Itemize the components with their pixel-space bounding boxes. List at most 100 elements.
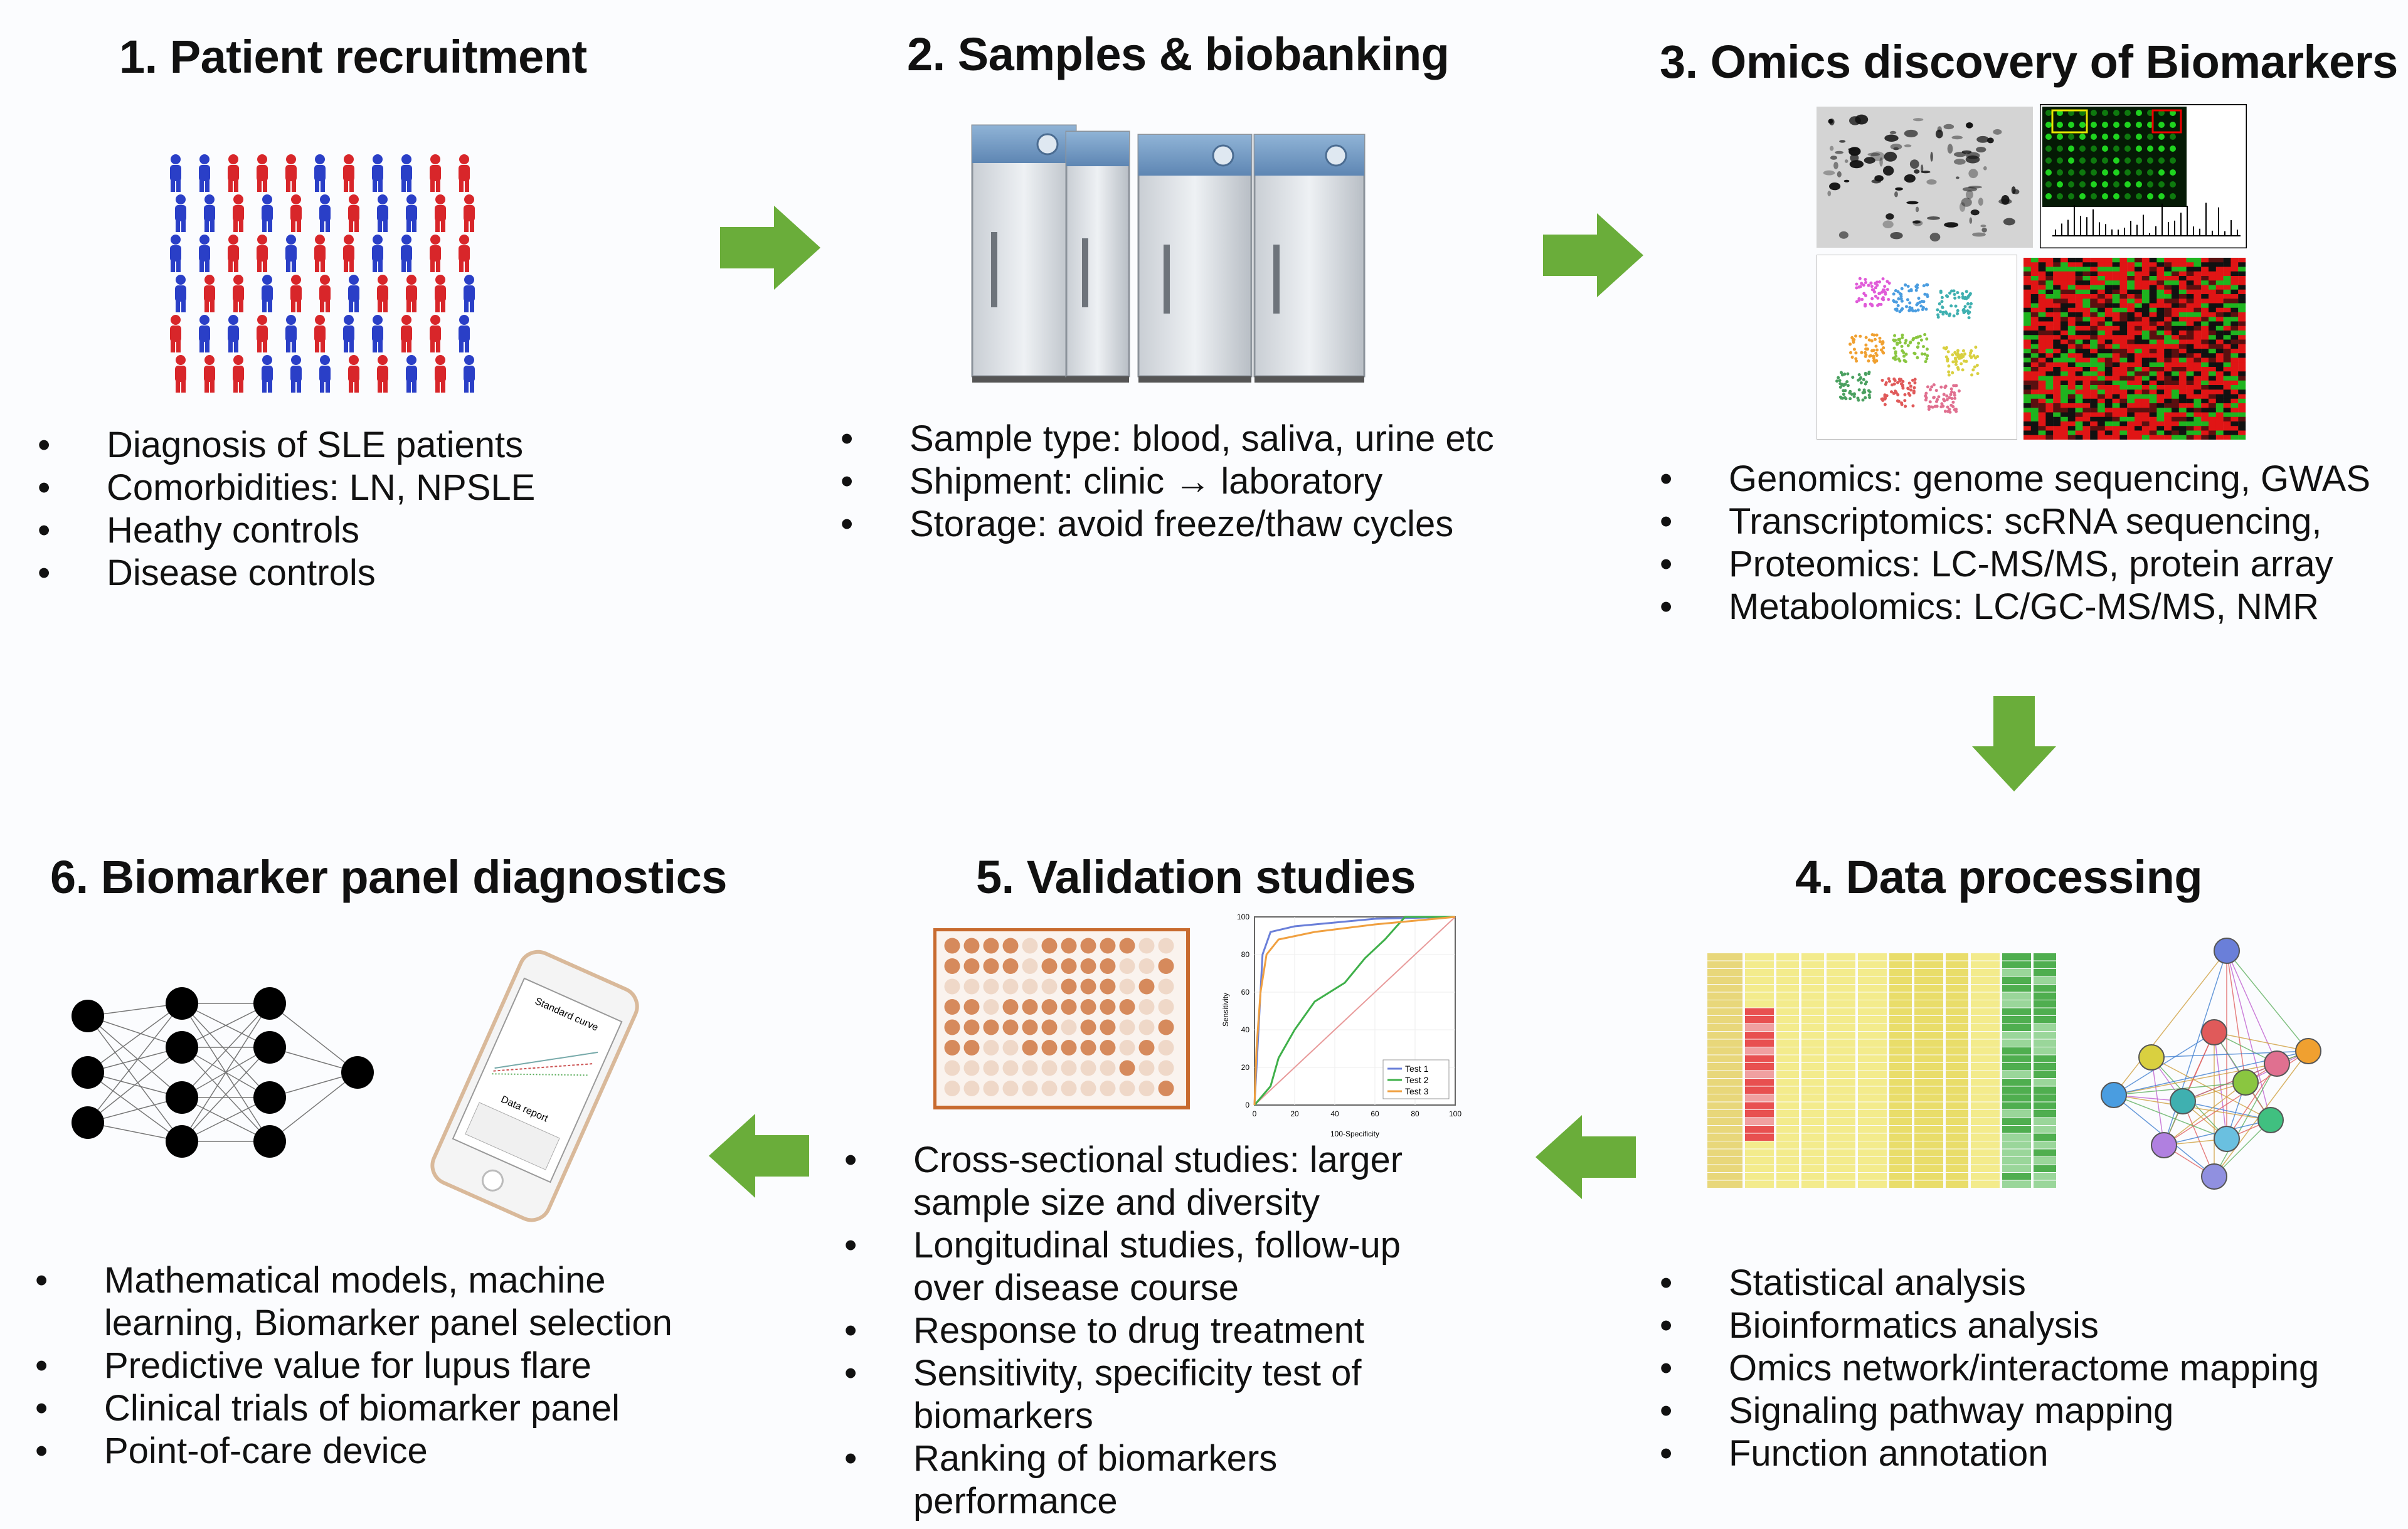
heatmap-cell xyxy=(2104,349,2113,354)
heatmap-cell xyxy=(2149,267,2157,272)
heatmap-cell xyxy=(2098,258,2105,263)
table-cell xyxy=(1827,1118,1855,1125)
nn-connection xyxy=(181,1003,270,1098)
person-figure xyxy=(233,275,244,312)
heatmap-cell xyxy=(2067,380,2076,386)
heatmap-cell xyxy=(2038,299,2046,304)
heatmap-cell xyxy=(2238,280,2246,285)
table-cell xyxy=(1889,1063,1912,1071)
table-cell xyxy=(2002,1079,2031,1086)
table-cell xyxy=(1801,1133,1824,1141)
heatmap-cell xyxy=(2045,380,2054,386)
gel-spot xyxy=(1886,213,1894,220)
heatmap-cell xyxy=(2164,357,2172,362)
heatmap-cell xyxy=(2030,317,2039,322)
heatmap-cell xyxy=(2098,371,2105,376)
heatmap-cell xyxy=(2090,380,2098,386)
heatmap-cell xyxy=(2156,398,2165,404)
heatmap-cell xyxy=(2209,307,2216,313)
heatmap-cell xyxy=(2038,317,2046,322)
gel-spot xyxy=(1909,159,1919,169)
table-cell xyxy=(1971,969,2000,976)
heatmap-cell xyxy=(2164,271,2172,277)
plate-well xyxy=(983,999,999,1015)
nn-connection xyxy=(181,1047,270,1142)
heatmap-cell xyxy=(2104,307,2113,313)
heatmap-cell xyxy=(2209,371,2216,376)
array-dot xyxy=(2113,181,2119,188)
tsne-point xyxy=(1870,297,1874,300)
table-cell xyxy=(1745,992,1774,1000)
heatmap-cell xyxy=(2090,276,2098,281)
person-leg xyxy=(176,380,180,393)
network-edge xyxy=(2226,950,2246,1083)
table-cell xyxy=(1889,1047,1912,1055)
table-cell xyxy=(1914,1173,1943,1180)
tsne-point xyxy=(1864,336,1868,339)
person-head xyxy=(315,235,325,245)
tsne-point xyxy=(1864,281,1868,285)
tsne-point xyxy=(1857,285,1861,289)
heatmap-cell xyxy=(2090,421,2098,426)
table-cell xyxy=(1946,1000,1968,1008)
person-leg xyxy=(199,340,204,352)
heatmap-cell xyxy=(2112,435,2120,440)
person-leg xyxy=(262,300,267,312)
heatmap-cell xyxy=(2090,357,2098,362)
table-cell xyxy=(1858,1126,1887,1133)
heatmap-cell xyxy=(2104,371,2113,376)
table-cell xyxy=(2002,1055,2031,1062)
tsne-point xyxy=(1857,388,1861,392)
heatmap-cell xyxy=(2045,349,2054,354)
heatmap-cell xyxy=(2030,385,2039,390)
table-cell xyxy=(1946,1016,1968,1024)
heatmap-cell xyxy=(2141,403,2150,408)
tsne-point xyxy=(1908,341,1912,345)
heatmap-cell xyxy=(2141,321,2150,326)
tsne-point xyxy=(1949,387,1953,391)
gel-spot xyxy=(1929,233,1941,242)
network-edge xyxy=(2226,950,2271,1121)
person-head xyxy=(430,235,440,245)
heatmap-cell xyxy=(2090,371,2098,376)
heatmap-cell xyxy=(2193,371,2202,376)
heatmap-cell xyxy=(2156,285,2165,290)
network-node xyxy=(2264,1050,2290,1077)
tsne-point xyxy=(1867,372,1870,376)
heatmap-cell xyxy=(2135,426,2142,431)
tsne-point xyxy=(1933,405,1937,408)
heatmap-cell xyxy=(2023,353,2031,358)
heatmap-cell xyxy=(2067,416,2076,422)
heatmap-cell xyxy=(2119,357,2128,362)
heatmap-cell xyxy=(2104,325,2113,331)
heatmap-cell xyxy=(2238,267,2246,272)
tsne-point xyxy=(1855,359,1859,363)
person-leg xyxy=(171,340,175,352)
bullet: Transcriptomics: scRNA sequencing, xyxy=(1660,500,2394,543)
heatmap-cell xyxy=(2075,403,2083,408)
network-edge xyxy=(2226,950,2309,1052)
tsne-point xyxy=(1860,282,1864,285)
heatmap-cell xyxy=(2209,349,2216,354)
person-figure xyxy=(262,194,273,232)
gel-spot xyxy=(1915,206,1919,213)
heatmap-cell xyxy=(2141,267,2150,272)
table-cell xyxy=(1946,1008,1968,1015)
heatmap-cell xyxy=(2186,349,2194,354)
heatmap-cell xyxy=(2201,389,2209,394)
heatmap-cell xyxy=(2104,357,2113,362)
heatmap-cell xyxy=(2215,299,2224,304)
heatmap-cell xyxy=(2230,426,2239,431)
person-body xyxy=(372,325,383,342)
heatmap-cell xyxy=(2112,285,2120,290)
table-cell xyxy=(1946,1157,1968,1165)
person-figure xyxy=(348,275,359,312)
person-head xyxy=(406,194,416,204)
table-cell xyxy=(2002,1165,2031,1172)
plate-well xyxy=(1022,1081,1038,1096)
person-leg xyxy=(268,300,272,312)
heatmap-cell xyxy=(2067,299,2076,304)
person-head xyxy=(257,315,267,325)
array-dot xyxy=(2045,110,2052,116)
table-cell xyxy=(2002,1133,2031,1141)
